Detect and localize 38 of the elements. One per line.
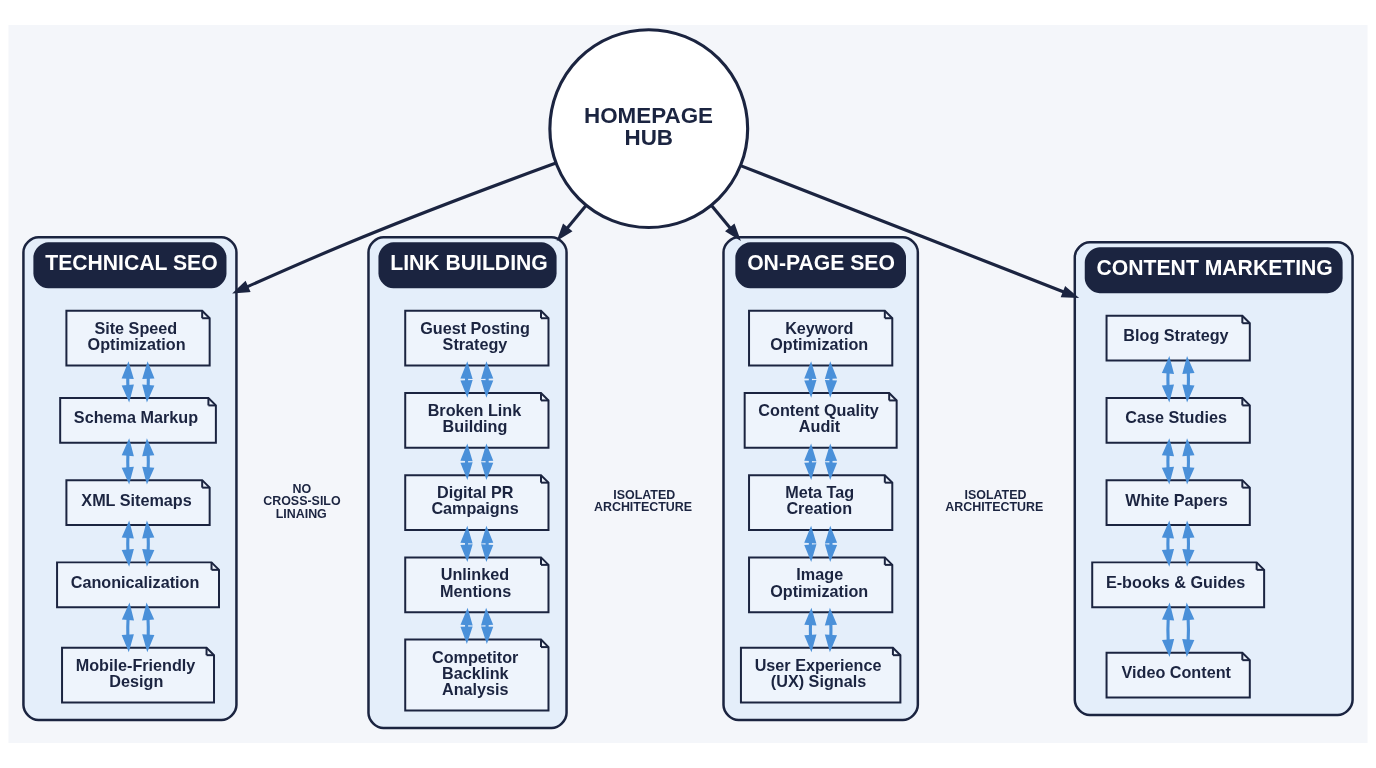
arrow (460, 525, 473, 563)
arrow (1162, 602, 1175, 657)
arrow (142, 438, 155, 485)
label: ISOLATED ARCHITECTURE (945, 487, 1044, 515)
arrow (1182, 438, 1195, 485)
arrow (142, 361, 155, 403)
arrow (142, 520, 155, 567)
arrow (481, 443, 494, 480)
arrow (824, 361, 838, 398)
arrow (481, 607, 494, 645)
arrow (121, 438, 134, 485)
arrow (1182, 602, 1195, 657)
arrow (460, 607, 473, 645)
arrow (121, 361, 134, 403)
arrow (1182, 356, 1195, 403)
arrow (481, 361, 494, 398)
arrow (804, 443, 817, 480)
arrow (804, 525, 817, 563)
arrow (824, 525, 838, 563)
label: ISOLATED ARCHITECTURE (593, 487, 693, 515)
arrow (556, 204, 588, 241)
arrow (804, 607, 817, 653)
arrow (710, 204, 741, 241)
arrow (824, 443, 838, 480)
arrow (1161, 520, 1175, 567)
arrow (460, 361, 473, 398)
arrow (824, 607, 838, 653)
arrow (1161, 356, 1175, 403)
arrow (460, 443, 473, 480)
arrow (739, 164, 1080, 299)
arrow (1161, 438, 1175, 485)
arrow (804, 361, 817, 398)
arrow (142, 602, 155, 653)
arrow (481, 525, 494, 563)
arrow (1182, 520, 1195, 567)
label: NO CROSS-SILO LINAING (263, 481, 341, 521)
arrow (121, 602, 135, 653)
arrow (121, 520, 134, 567)
